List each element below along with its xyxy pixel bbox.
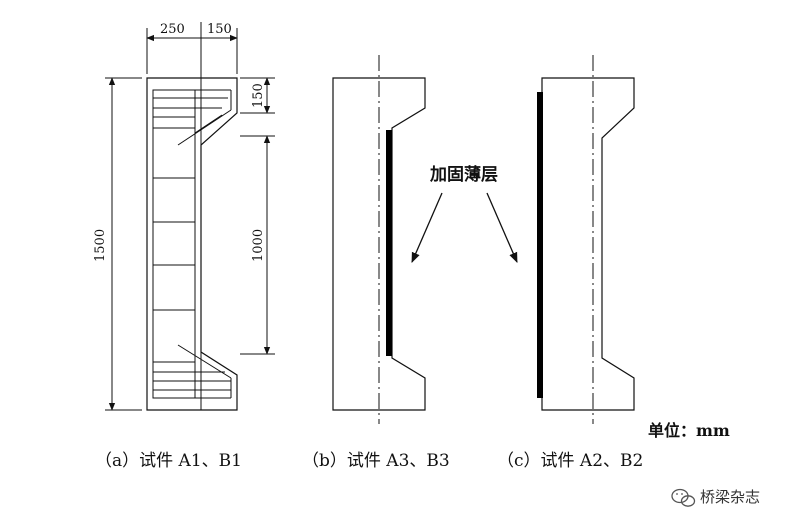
dim-total-height: 1500 <box>93 229 108 262</box>
caption-a: （a）试件 A1、B1 <box>95 451 242 471</box>
specimen-b <box>332 55 426 424</box>
reinforcement-layer-label: 加固薄层 <box>429 164 498 185</box>
specimen-a-top-flange-bars <box>177 89 232 146</box>
specimen-a-stirrups <box>153 97 195 391</box>
watermark-text: 桥梁杂志 <box>700 488 760 506</box>
specimen-a <box>105 22 275 411</box>
specimen-c-reinforcement-layer <box>537 92 543 398</box>
dim-top-right: 150 <box>207 22 232 37</box>
specimen-c <box>537 55 635 424</box>
caption-c: （c）试件 A2、B2 <box>497 451 643 471</box>
dim-flange: 150 <box>251 83 266 108</box>
dim-top-left: 250 <box>160 22 185 37</box>
wechat-icon <box>671 488 696 507</box>
specimen-a-bottom-flange-bars <box>153 344 232 399</box>
dim-middle: 1000 <box>251 229 266 262</box>
specimen-b-outline <box>332 77 426 411</box>
unit-label: 单位：mm <box>648 421 730 440</box>
arrow-to-layer-c <box>486 192 518 263</box>
specimen-b-reinforcement-layer <box>386 130 392 356</box>
arrow-to-layer-b <box>411 192 443 263</box>
watermark: 桥梁杂志 <box>671 488 760 507</box>
caption-b: （b）试件 A3、B3 <box>302 451 450 471</box>
specimen-c-outline <box>541 77 635 411</box>
